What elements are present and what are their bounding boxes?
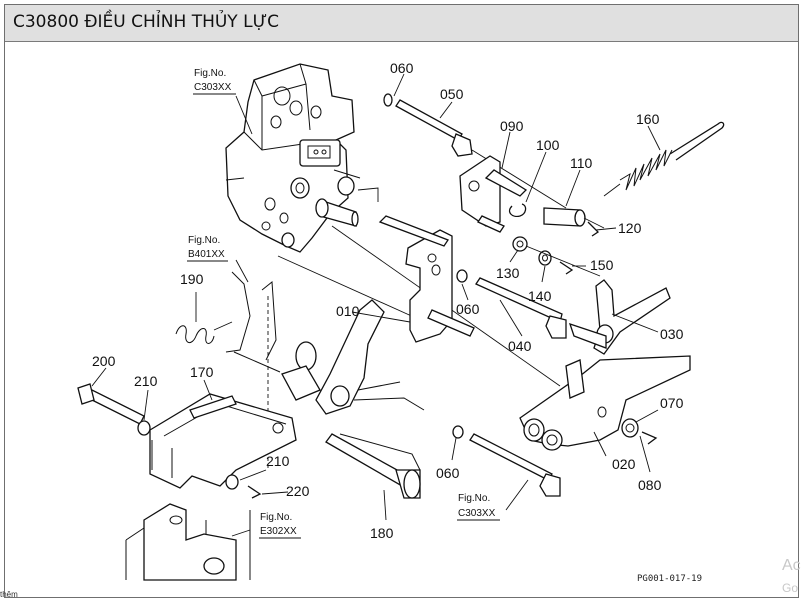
callout-050: 050 [440, 86, 464, 102]
figref-bottom-right-label: Fig.No. [458, 493, 490, 504]
washer-060-top [383, 93, 393, 107]
callout-120: 120 [618, 220, 642, 236]
callout-200: 200 [92, 353, 116, 369]
bolt-050 [395, 99, 473, 157]
callout-160: 160 [636, 111, 660, 127]
page-title: C30800 ĐIỀU CHỈNH THỦY LỰC [13, 12, 280, 32]
figref-top: Fig.No. C303XX [193, 68, 236, 95]
hydraulic-valve-assembly [225, 63, 361, 253]
cotter-pin-120 [587, 221, 600, 237]
cotter-pin-080 [641, 431, 658, 445]
washer-210-right [225, 474, 239, 490]
bolt-lower [469, 433, 561, 497]
lower-bracket [125, 503, 237, 581]
valve-lower-guide-line [277, 255, 417, 319]
callout-020: 020 [612, 456, 636, 472]
pin-110-axis-line [583, 217, 605, 229]
spring-190 [175, 321, 233, 344]
callout-140: 140 [528, 288, 552, 304]
washer-070-hole [625, 423, 635, 433]
callout-170: 170 [190, 364, 214, 380]
washer-070 [621, 418, 639, 438]
callout-leaders [91, 73, 661, 537]
callout-130: 130 [496, 265, 520, 281]
callout-080: 080 [638, 477, 662, 493]
callout-010: 010 [336, 303, 360, 319]
rod-180 [325, 433, 421, 499]
pin-110 [543, 207, 586, 227]
figref-bottom-right: Fig.No. C303XX [457, 493, 500, 521]
callout-180: 180 [370, 525, 394, 541]
lever-030 [568, 279, 671, 355]
cotter-pin-220 [247, 485, 262, 499]
callout-190: 190 [180, 271, 204, 287]
callout-070: 070 [660, 395, 684, 411]
callout-090: 090 [500, 118, 524, 134]
circlip-100 [508, 203, 527, 218]
figref-left: Fig.No. B401XX [187, 235, 228, 262]
callout-060-bottom: 060 [436, 465, 460, 481]
callout-220: 220 [286, 483, 310, 499]
washer-060-bottom [452, 425, 464, 439]
washer-140-hole [542, 254, 548, 262]
callout-110: 110 [570, 155, 593, 171]
washer-140 [538, 250, 552, 266]
washer-130-hole [516, 240, 524, 248]
bracket-170 [149, 393, 297, 489]
washer-130 [512, 236, 528, 252]
callout-210-right: 210 [266, 453, 290, 469]
callout-150: 150 [590, 257, 614, 273]
figref-top-label: Fig.No. [194, 68, 226, 79]
figref-left-code: B401XX [188, 249, 225, 260]
figref-bottom-left-code: E302XX [260, 526, 297, 537]
washer-210-left [137, 420, 151, 436]
bracket-090 [459, 155, 528, 233]
callout-060-mid: 060 [456, 301, 480, 317]
cotter-pin-150 [559, 261, 574, 275]
figref-bottom-right-code: C303XX [458, 508, 496, 519]
callout-030: 030 [660, 326, 684, 342]
spring-160 [603, 121, 725, 197]
title-bar: C30800 ĐIỀU CHỈNH THỦY LỰC [5, 5, 798, 42]
link-plate-020 [519, 355, 691, 451]
arm-assembly [281, 299, 425, 415]
figref-top-code: C303XX [194, 82, 232, 93]
bracket-010 [378, 215, 475, 343]
callout-100: 100 [536, 137, 560, 153]
page-code: PG001-017-19 [637, 574, 702, 584]
figref-bottom-left: Fig.No. E302XX [259, 512, 301, 539]
washer-axis-line [525, 245, 601, 277]
corner-text: thêm [0, 590, 18, 599]
bolt-200 [77, 383, 145, 425]
bolt-040 [475, 277, 567, 339]
watermark-line-2: Go [782, 581, 798, 595]
watermark-line-1: Ac [782, 557, 801, 574]
valve-guide-line [357, 187, 379, 202]
figref-left-label: Fig.No. [188, 235, 220, 246]
washer-060-mid [456, 269, 468, 283]
callout-040: 040 [508, 338, 532, 354]
figref-bottom-left-label: Fig.No. [260, 512, 292, 523]
callout-060-top: 060 [390, 60, 414, 76]
callout-210-left: 210 [134, 373, 158, 389]
